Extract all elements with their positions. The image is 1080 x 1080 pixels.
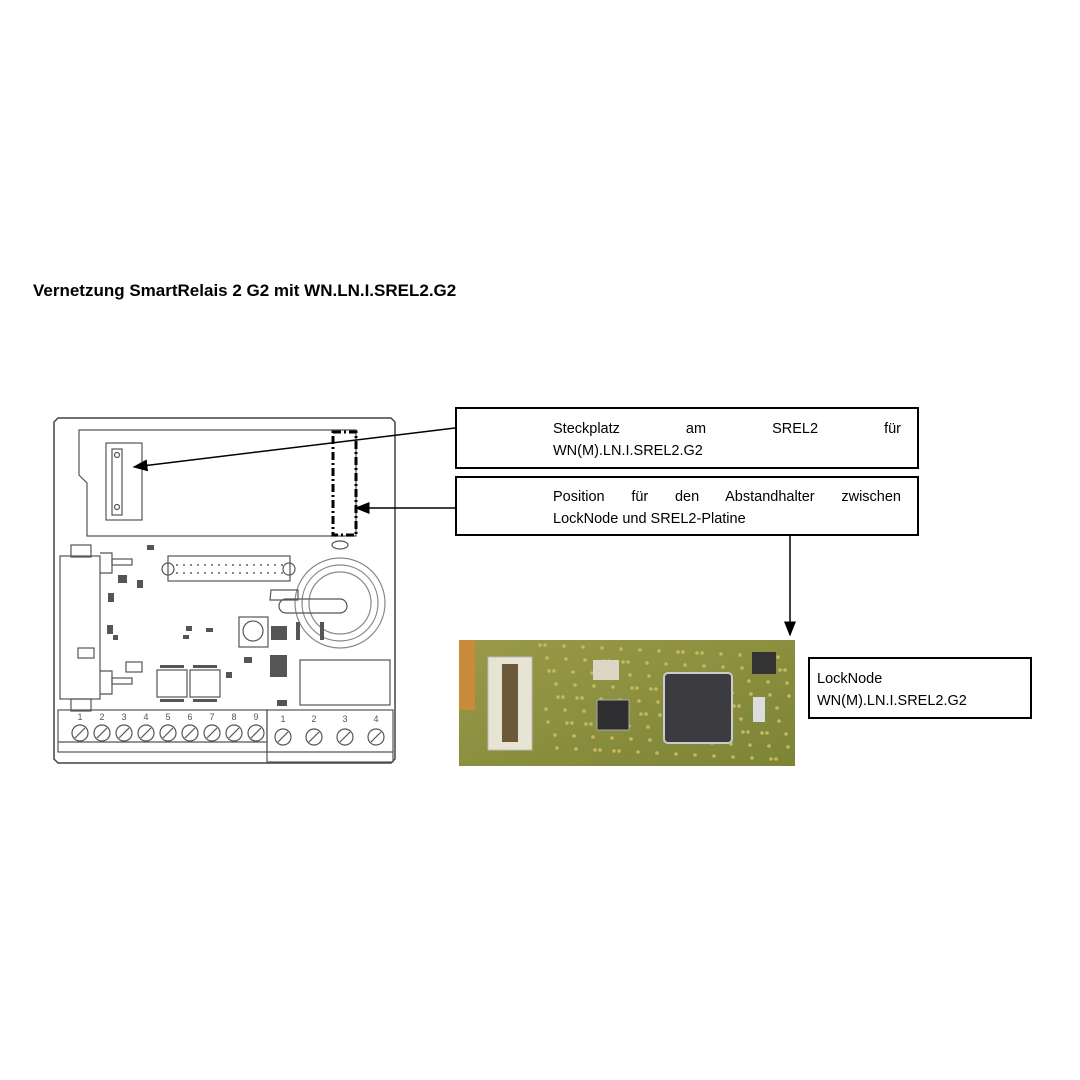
terminal-screw (225, 724, 243, 742)
callout-locknode: LockNode WN(M).LN.I.SREL2.G2 (808, 657, 1032, 719)
terminal-number: 6 (187, 712, 192, 722)
module-slot-area (78, 429, 357, 537)
coin-cell (294, 557, 386, 649)
spacer-position-marker (331, 430, 358, 537)
terminal-number: 9 (253, 712, 258, 722)
lock-node-connector (105, 442, 143, 521)
terminal-number: 1 (77, 712, 82, 722)
callout-spacer: Position für den Abstandhalter zwischen … (455, 476, 919, 536)
terminal-screw (159, 724, 177, 742)
terminal-screws-left: 1 2 3 4 5 6 7 8 9 (71, 712, 265, 742)
ribbon-header (167, 555, 291, 582)
callout-spacer-line-2: LockNode und SREL2-Platine (553, 511, 746, 527)
terminal-screw (203, 724, 221, 742)
callout-locknode-line-2: WN(M).LN.I.SREL2.G2 (817, 693, 967, 709)
terminal-number: 2 (311, 714, 316, 724)
terminal-screw (305, 728, 323, 746)
terminal-number: 4 (373, 714, 378, 724)
terminal-screw (247, 724, 265, 742)
srel2-board-drawing: 1 2 3 4 5 6 7 8 9 1 2 3 4 (53, 417, 396, 764)
terminal-screw (137, 724, 155, 742)
terminal-screws-right: 1 2 3 4 (274, 714, 385, 746)
page-title: Vernetzung SmartRelais 2 G2 mit WN.LN.I.… (33, 281, 457, 300)
terminal-number: 5 (165, 712, 170, 722)
callout-slot-line-2: WN(M).LN.I.SREL2.G2 (553, 443, 703, 459)
terminal-screw (93, 724, 111, 742)
terminal-screw (115, 724, 133, 742)
terminal-number: 4 (143, 712, 148, 722)
terminal-number: 1 (280, 714, 285, 724)
terminal-screw (367, 728, 385, 746)
terminal-number: 3 (342, 714, 347, 724)
locknode-mcu (663, 672, 733, 744)
terminal-number: 8 (231, 712, 236, 722)
locknode-photo (459, 640, 795, 766)
terminal-screw (181, 724, 199, 742)
callout-slot-line-1: Steckplatz am SREL2 für (553, 421, 901, 437)
terminal-screw (71, 724, 89, 742)
terminal-number: 7 (209, 712, 214, 722)
arrow-to-connector (132, 427, 456, 472)
terminal-number: 2 (99, 712, 104, 722)
terminal-number: 3 (121, 712, 126, 722)
terminal-screw (274, 728, 292, 746)
terminal-screw (336, 728, 354, 746)
callout-slot: Steckplatz am SREL2 für WN(M).LN.I.SREL2… (455, 407, 919, 469)
callout-locknode-line-1: LockNode (817, 671, 883, 687)
callout-spacer-line-1: Position für den Abstandhalter zwischen (553, 489, 901, 505)
